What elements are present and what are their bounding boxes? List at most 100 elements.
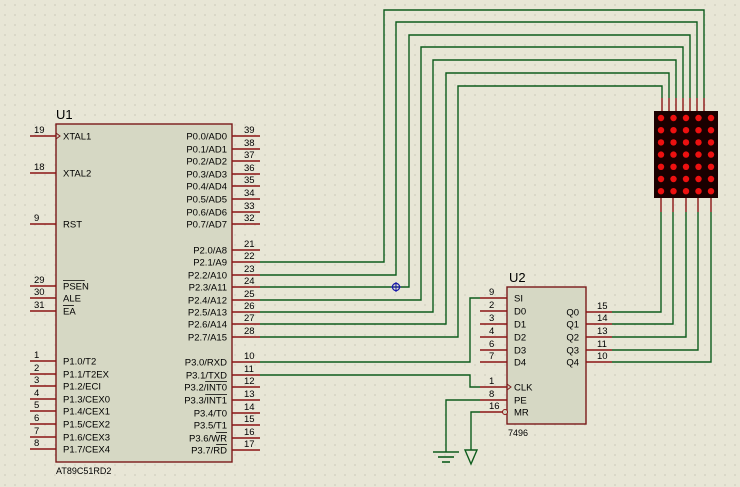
u2-pin-number-13: 13	[597, 326, 608, 337]
led-dot	[695, 163, 702, 170]
wire-p2-2	[260, 21, 698, 276]
u2-pin-number-11: 11	[597, 339, 607, 350]
u1-pin-number-24: 24	[244, 276, 255, 287]
u2-pin-name-7: D4	[514, 358, 526, 369]
u1-pin-number-19: 19	[34, 125, 45, 136]
led-dot	[657, 139, 665, 146]
led-dot	[707, 188, 715, 195]
u2-pin-number-7: 7	[489, 351, 494, 362]
u1-pin-name-33: P0.6/AD6	[186, 208, 227, 219]
chip-u2-body[interactable]	[506, 286, 587, 425]
led-dot	[707, 163, 715, 170]
led-dot	[670, 127, 677, 134]
chip-u2-part: 7496	[508, 428, 528, 438]
led-dot	[695, 139, 702, 146]
led-dot	[695, 114, 702, 122]
wire-p2-7	[260, 85, 663, 338]
u1-pin-number-16: 16	[244, 427, 255, 438]
u1-pin-number-13: 13	[244, 389, 255, 400]
u1-pin-number-3: 3	[34, 375, 39, 386]
u1-pin-name-21: P2.0/A8	[193, 246, 227, 257]
u1-pin-name-27: P2.6/A14	[188, 320, 227, 331]
u1-pin-name-35: P0.4/AD4	[186, 182, 227, 193]
chip-u1-left-pins: 19XTAL118XTAL29RST29PSEN30ALE31EA1P1.0/T…	[30, 125, 110, 456]
u1-pin-name-24: P2.3/A11	[189, 283, 227, 294]
u1-pin-name-8: P1.7/CEX4	[63, 445, 110, 456]
led-dot	[707, 114, 715, 122]
u2-pin-name-3: D1	[514, 320, 526, 331]
u2-pin-name-6: D3	[514, 346, 526, 357]
u2-pin-number-10: 10	[597, 351, 608, 362]
u1-pin-name-23: P2.2/A10	[188, 271, 227, 282]
u1-pin-name-16: P3.6/WR	[189, 434, 227, 445]
u1-pin-number-30: 30	[34, 287, 45, 298]
u1-pin-name-2: P1.1/T2EX	[63, 370, 110, 381]
wire-p2-5	[260, 59, 677, 313]
u2-pin-number-16: 16	[489, 401, 500, 412]
chip-u1-body[interactable]	[55, 123, 233, 463]
u1-pin-name-25: P2.4/A12	[188, 296, 227, 307]
led-dot	[682, 127, 690, 134]
u1-pin-number-8: 8	[34, 438, 39, 449]
led-dot	[682, 163, 690, 170]
chip-u1[interactable]: U1 AT89C51RD2 19XTAL118XTAL29RST29PSEN30…	[30, 107, 260, 476]
wires	[260, 9, 712, 452]
led-dot	[657, 175, 665, 183]
u2-pin-number-1: 1	[489, 376, 494, 387]
u2-pin-number-9: 9	[489, 287, 494, 298]
led-dot	[670, 114, 677, 122]
u1-pin-number-25: 25	[244, 289, 255, 300]
wire-q-0	[612, 212, 662, 313]
u1-pin-name-30: ALE	[63, 294, 81, 305]
u1-pin-name-6: P1.5/CEX2	[63, 420, 110, 431]
led-dot	[670, 188, 677, 195]
u1-pin-name-37: P0.2/AD2	[186, 157, 227, 168]
u1-pin-name-29: PSEN	[63, 282, 89, 293]
led-dot	[707, 151, 715, 158]
u1-pin-name-17: P3.7/RD	[191, 446, 227, 457]
u2-pin-name-4: D2	[514, 333, 526, 344]
u2-pin-name-15: Q0	[566, 308, 579, 319]
u1-pin-number-39: 39	[244, 125, 255, 136]
u1-pin-number-18: 18	[34, 162, 45, 173]
u1-pin-name-38: P0.1/AD1	[186, 145, 227, 156]
u2-pin-name-9: SI	[514, 294, 523, 305]
u1-pin-name-34: P0.5/AD5	[186, 195, 227, 206]
chip-u2-ref: U2	[509, 270, 526, 285]
u1-pin-name-7: P1.6/CEX3	[63, 433, 110, 444]
u2-pin-name-1: CLK	[514, 383, 533, 394]
led-matrix[interactable]	[654, 98, 718, 212]
u2-clock-marker	[506, 383, 512, 391]
wire-mr-supply	[470, 411, 480, 450]
u1-pin-name-11: P3.1/TXD	[186, 371, 227, 382]
u1-pin-name-10: P3.0/RXD	[185, 358, 227, 369]
u2-pin-number-2: 2	[489, 300, 494, 311]
u1-pin-number-28: 28	[244, 326, 255, 337]
u1-pin-name-32: P0.7/AD7	[186, 220, 227, 231]
led-dot	[707, 139, 715, 146]
u2-pin-name-16: MR	[514, 408, 529, 419]
u1-pin-name-22: P2.1/A9	[193, 258, 227, 269]
led-dot	[707, 175, 715, 183]
u1-pin-number-1: 1	[34, 350, 39, 361]
u2-pin-number-14: 14	[597, 313, 608, 324]
led-dot	[682, 151, 690, 158]
u1-pin-number-23: 23	[244, 264, 255, 275]
u1-pin-name-12: P3.2/INT0	[184, 383, 227, 394]
wire-pe-ground	[445, 399, 480, 452]
u1-pin-number-10: 10	[244, 351, 255, 362]
u1-pin-number-34: 34	[244, 188, 255, 199]
probe-marker[interactable]	[391, 282, 401, 292]
u1-pin-name-28: P2.7/A15	[188, 333, 227, 344]
u1-pin-number-36: 36	[244, 163, 255, 174]
u1-pin-name-19: XTAL1	[63, 132, 91, 143]
u1-pin-number-27: 27	[244, 313, 255, 324]
u1-clock-marker	[55, 132, 61, 140]
u2-pin-number-3: 3	[489, 313, 494, 324]
wire-txd-clk	[260, 374, 480, 388]
led-dot	[670, 175, 677, 183]
u1-pin-number-35: 35	[244, 175, 255, 186]
